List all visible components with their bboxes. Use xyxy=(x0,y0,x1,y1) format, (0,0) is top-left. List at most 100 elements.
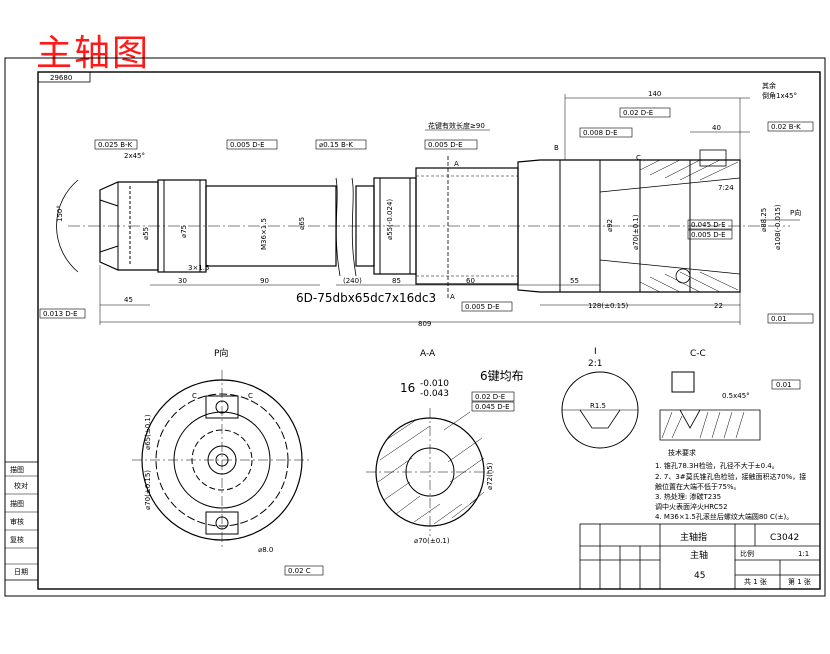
gdt-label: 0.005 D-E xyxy=(230,141,265,149)
section-aa-title: A-A xyxy=(420,349,436,359)
section-i-scale: 2:1 xyxy=(588,359,602,369)
gdt-label: 0.005 D-E xyxy=(691,231,726,239)
dim-55: 55 xyxy=(570,277,579,285)
dim-128: 128(±0.15) xyxy=(588,302,629,310)
gdt-label: 0.045 D-E xyxy=(475,403,510,411)
gdt-frame xyxy=(471,401,515,412)
dim-side: ⌀65 xyxy=(298,217,306,230)
dim-side: 150° xyxy=(56,205,64,222)
tb-material: 45 xyxy=(694,571,705,581)
tb-count: 共 1 张 xyxy=(744,577,767,586)
tech-note: 3. 热处理: 渗碳T235 xyxy=(655,492,721,501)
tech-note: 4. M36×1.5孔滚丝后螺纹大端圆80 C(±)。 xyxy=(655,512,793,521)
dim-240: (240) xyxy=(343,277,362,285)
tech-note: 2. 7、3#莫氏锥孔色检验，接触面积达70%，接 xyxy=(655,472,806,481)
chamfer-note: 其余 xyxy=(762,81,776,90)
gdt-label: 0.01 xyxy=(776,381,792,389)
dim-side: ⌀70(±0.1) xyxy=(632,214,640,250)
tb-sub-name: 主轴 xyxy=(690,549,708,561)
spline-label: 6D-75dbx65dc7x16dc3 xyxy=(296,291,436,305)
gdt-label: 0.02 C xyxy=(288,567,311,575)
tech-note: 1. 锥孔78.3H检验，孔径不大于±0.4。 xyxy=(655,461,779,470)
gdt-label: 0.01 xyxy=(771,315,787,323)
chamfer-note-2: 倒角1x45° xyxy=(762,91,797,100)
dim-3x1: 3×1.5 xyxy=(188,264,209,272)
title-block xyxy=(579,523,821,590)
dim-side: ⌀108(-0.015) xyxy=(774,204,782,250)
p-view xyxy=(132,370,312,550)
b-marker: B xyxy=(554,144,559,152)
dim-side: ⌀72(h5) xyxy=(486,462,494,490)
dim-140: 140 xyxy=(648,90,661,98)
dim-side: 0.5x45° xyxy=(722,392,750,400)
left-panel-row: 校对 xyxy=(14,481,28,490)
left-panel-row: 描图 xyxy=(10,465,24,474)
dim-side: ⌀8.0 xyxy=(258,546,273,554)
tb-drawing-no: C3042 xyxy=(770,533,799,543)
gdt-frame xyxy=(284,565,324,576)
dim-side: ⌀70(±0.15) xyxy=(144,470,152,510)
top-box-label: 29680 xyxy=(50,74,72,82)
tb-part-name: 主轴指 xyxy=(680,531,707,543)
gdt-label: 0.025 B-K xyxy=(98,141,133,149)
gdt-label: ⌀0.15 B-K xyxy=(319,141,353,149)
dim-40: 40 xyxy=(712,124,721,132)
dim-22: 22 xyxy=(714,302,723,310)
dim-overall: 809 xyxy=(418,320,431,328)
aa-marker-bottom: A xyxy=(450,293,455,301)
dim-side: ⌀65(±0.1) xyxy=(144,414,152,450)
gdt-frame xyxy=(471,391,515,402)
detail-i xyxy=(561,371,639,449)
gdt-label: 0.045 D-E xyxy=(691,221,726,229)
aa-marker-top: A xyxy=(454,160,459,168)
inner-frame xyxy=(37,71,821,590)
dim-30: 30 xyxy=(178,277,187,285)
tb-sheet: 第 1 张 xyxy=(788,577,811,586)
dim-side: ⌀88.25 xyxy=(760,208,768,232)
gdt-label: 0.008 D-E xyxy=(583,129,618,137)
top-note: 花键有效长度≥90 xyxy=(428,121,485,130)
gdt-label: 0.005 D-E xyxy=(428,141,463,149)
key-tol-lower: -0.043 xyxy=(420,389,449,399)
gdt-label: 0.02 D-E xyxy=(623,109,653,117)
left-panel: 描图 校对 描图 审核 复核 日期 xyxy=(4,461,39,581)
dim-side: R1.5 xyxy=(590,402,606,410)
taper-label: 7:24 xyxy=(718,184,734,192)
dim-side: ⌀70(±0.1) xyxy=(414,537,450,545)
main-shaft-view xyxy=(56,149,790,293)
key-tol-upper: -0.010 xyxy=(420,379,449,389)
key-label: 6键均布 xyxy=(480,369,524,383)
dim-side: ⌀92 xyxy=(606,219,614,232)
outer-frame xyxy=(4,57,826,597)
dim-85: 85 xyxy=(392,277,401,285)
dim-60: 60 xyxy=(466,277,475,285)
left-panel-row: 日期 xyxy=(14,568,28,576)
section-cc-title: C-C xyxy=(690,349,706,359)
tech-title: 技术要求 xyxy=(668,448,696,457)
p-view-c-right: C xyxy=(248,392,253,400)
gdt-frame xyxy=(771,379,801,390)
key-dim: 16 xyxy=(400,381,415,395)
c-marker: C xyxy=(636,154,641,162)
tech-note: 调中火表面淬火HRC52 xyxy=(655,502,728,511)
dim-side: ⌀55 xyxy=(142,227,150,240)
tech-note: 触位置在大端不低于75%。 xyxy=(655,482,741,491)
left-panel-row: 复核 xyxy=(10,535,24,544)
dim-side: ⌀75 xyxy=(180,225,188,238)
section-i-title: I xyxy=(594,347,597,357)
gdt-label: 0.005 D-E xyxy=(465,303,500,311)
page-title: 主轴图 xyxy=(36,33,151,74)
gdt-label: 0.02 B-K xyxy=(771,123,801,131)
left-panel-row: 审核 xyxy=(10,517,24,526)
aa-section xyxy=(366,408,494,536)
dimension-lines xyxy=(99,94,750,325)
dim-90: 90 xyxy=(260,277,269,285)
p-arrow-label: P向 xyxy=(790,208,801,217)
gdt-frames xyxy=(39,107,814,324)
tb-ratio-label: 比例 xyxy=(740,549,754,558)
gdt-label: 0.02 D-E xyxy=(475,393,505,401)
section-p-title: P向 xyxy=(214,347,228,359)
dim-side: ⌀55(-0.024) xyxy=(386,199,394,240)
dim-45: 45 xyxy=(124,296,133,304)
